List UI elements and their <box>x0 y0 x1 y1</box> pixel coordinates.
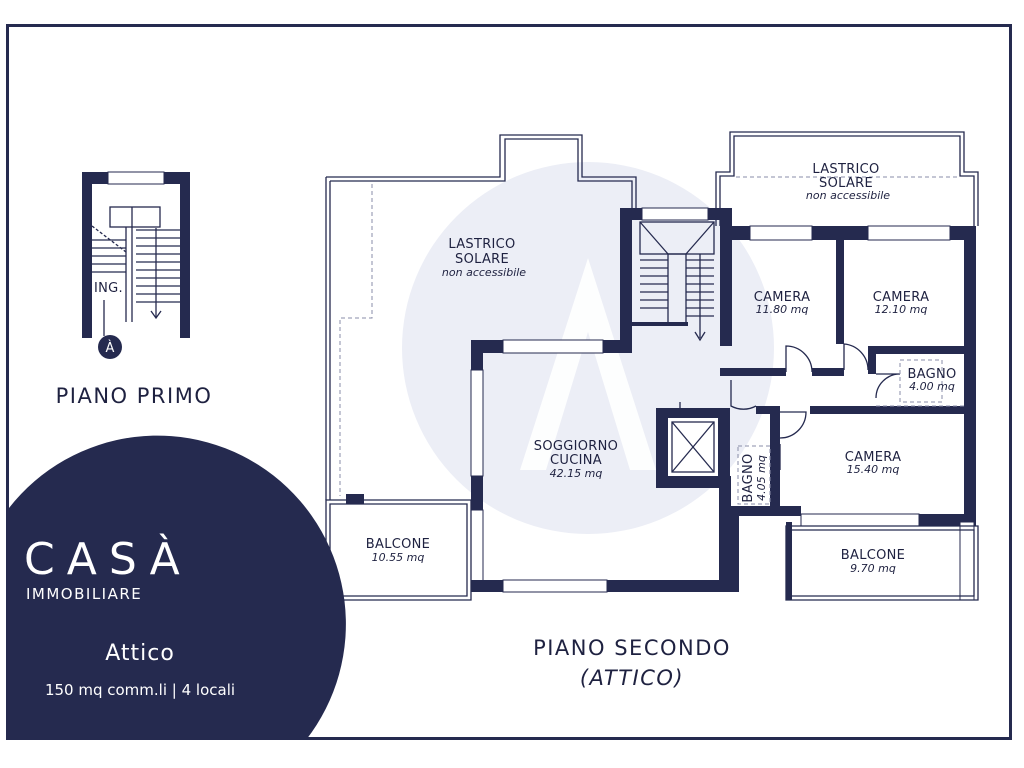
camera-1-area: 11.80 mq <box>756 303 809 316</box>
terrace-left-name-1: LASTRICO <box>448 237 515 252</box>
bagno-1-name: BAGNO <box>907 367 956 382</box>
balcone-right-name: BALCONE <box>841 548 905 563</box>
page-frame <box>6 24 1012 740</box>
terrace-right-name-1: LASTRICO <box>812 162 879 177</box>
balcone-left-area: 10.55 mq <box>372 551 425 564</box>
second-floor-plan: LASTRICO SOLARE non accessibile LASTRICO… <box>325 131 979 601</box>
camera-1-name: CAMERA <box>754 290 811 305</box>
camera-3-area: 15.40 mq <box>847 463 900 476</box>
soggiorno-name-2: CUCINA <box>550 453 602 468</box>
camera-3-name: CAMERA <box>845 450 902 465</box>
brand-badge-shape <box>9 435 346 740</box>
terrace-left-note: non accessibile <box>442 266 526 279</box>
camera-2-area: 12.10 mq <box>875 303 928 316</box>
property-details: 150 mq comm.li | 4 locali <box>45 681 235 699</box>
bagno-2-area: 4.05 mq <box>755 455 768 501</box>
terrace-left-name-2: SOLARE <box>455 252 509 267</box>
brand-badge: CASÀ IMMOBILIARE Attico 150 mq comm.li |… <box>9 435 346 740</box>
terrace-right-name-2: SOLARE <box>819 176 873 191</box>
brand-tagline: IMMOBILIARE <box>26 585 142 603</box>
brand-name: CASÀ <box>24 532 192 585</box>
soggiorno-area: 42.15 mq <box>550 467 603 480</box>
section-marker-label: À <box>106 340 115 356</box>
second-floor-title: PIANO SECONDO <box>533 636 731 660</box>
soggiorno-name-1: SOGGIORNO <box>534 439 618 454</box>
entrance-label: ING. <box>94 281 123 296</box>
camera-2-name: CAMERA <box>873 290 930 305</box>
bagno-2-name: BAGNO <box>741 453 756 502</box>
property-type: Attico <box>105 641 175 666</box>
balcone-left-name: BALCONE <box>366 537 430 552</box>
balcone-right-area: 9.70 mq <box>850 562 896 575</box>
second-floor-subtitle: (ATTICO) <box>580 666 684 690</box>
first-floor-plan: ING. À <box>82 171 190 359</box>
terrace-right-note: non accessibile <box>806 189 890 202</box>
first-floor-title: PIANO PRIMO <box>56 384 213 408</box>
bagno-1-area: 4.00 mq <box>909 380 955 393</box>
